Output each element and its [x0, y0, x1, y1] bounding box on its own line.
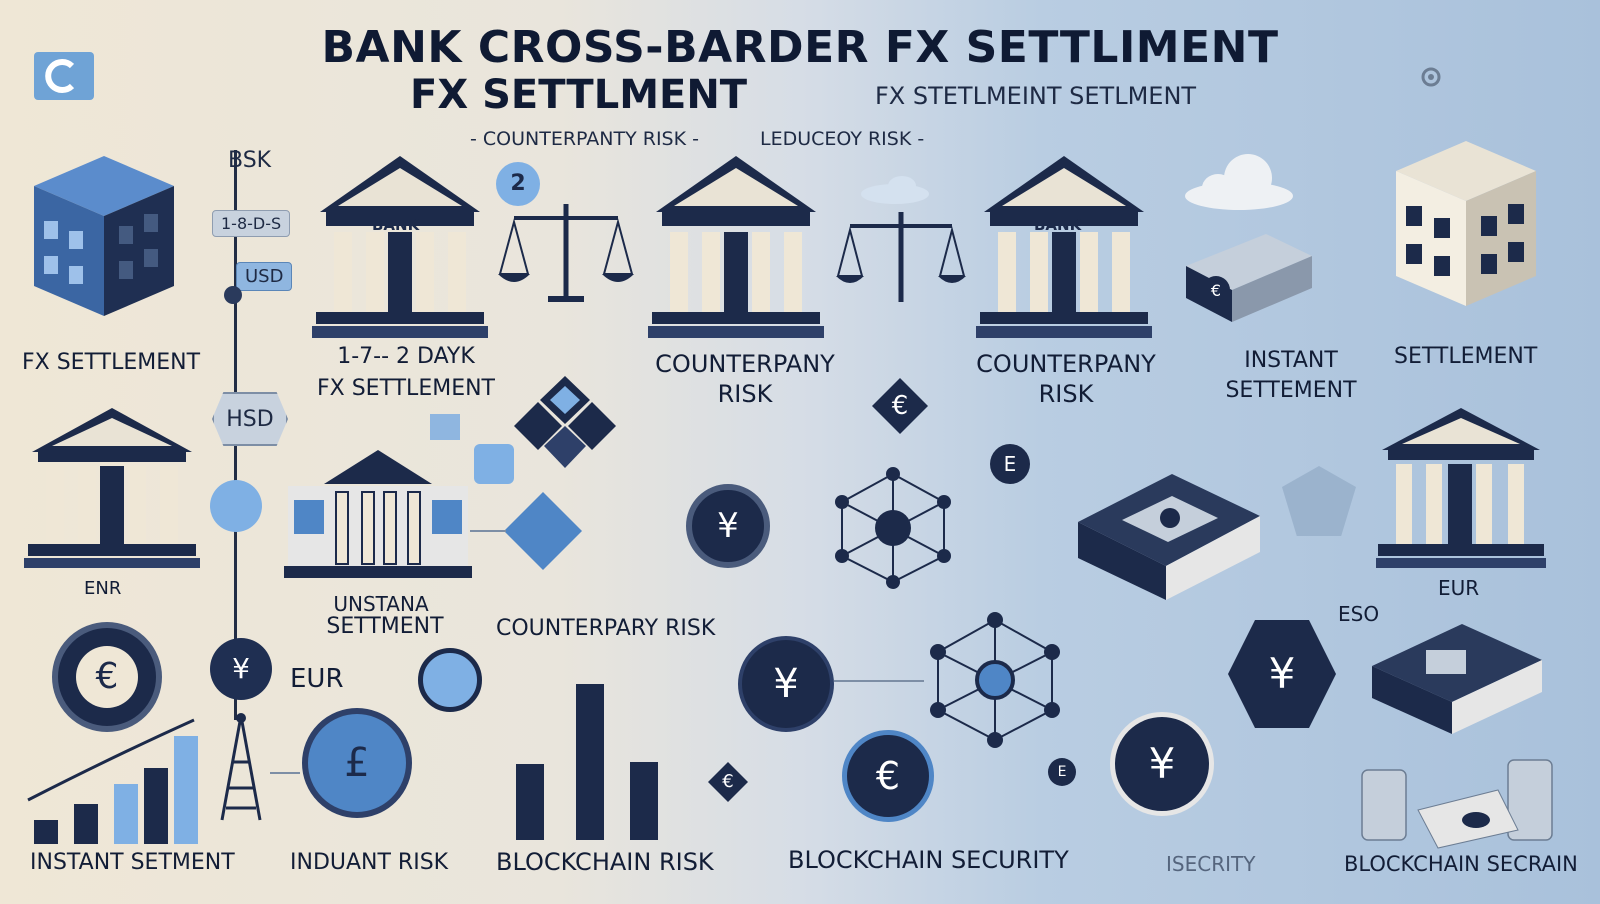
page-title: BANK CROSS-BARDER FX SETTLIMENT	[321, 22, 1279, 73]
bank-building-5	[284, 444, 472, 580]
cube-stack-right-icon	[1386, 126, 1546, 316]
bank-label-2: BANK	[1034, 216, 1082, 234]
chip-icon	[1072, 466, 1266, 606]
card-stack-icon: €	[1176, 226, 1316, 326]
label-settment: SETTMENT	[326, 614, 444, 639]
e-small-icon: E	[1048, 758, 1076, 786]
label-blockchain-risk: BLOCKCHAIN RISK	[496, 848, 714, 876]
label-eur-mid: EUR	[290, 664, 344, 694]
label-settlement-right: SETTLEMENT	[1394, 344, 1538, 369]
page-subtitle-right: FX STETLMEINT SETLMENT	[875, 82, 1197, 110]
label-blockchain-secrain: BLOCKCHAIN SECRAIN	[1344, 852, 1578, 876]
box-icon	[1366, 618, 1546, 738]
label-days-line2: FX SETTLEMENT	[316, 376, 495, 401]
page-subtitle: FX SETTLMENT	[410, 72, 748, 118]
tag-bsk: BSK	[228, 148, 272, 173]
number-badge: 2	[496, 162, 540, 206]
hex-coin-icon: ¥	[1228, 620, 1336, 728]
bar-chart-mid-icon	[510, 684, 660, 844]
arrow-tag-icon	[430, 414, 460, 440]
label-unstana: UNSTANA	[333, 592, 429, 616]
bank-building-3	[976, 150, 1152, 342]
label-fx-settlement-left: FX SETTLEMENT	[22, 350, 201, 375]
pound-badge-icon	[418, 648, 482, 712]
label-instant-setment: INSTANT SETMENT	[30, 850, 235, 875]
label-isecrity: ISECRITY	[1166, 852, 1256, 876]
tower-icon	[216, 712, 266, 824]
label-eso: ESO	[1338, 602, 1380, 626]
bank-building-4	[24, 404, 200, 576]
tag-usd: USD	[236, 262, 293, 291]
label-blockchain-security: BLOCKCHAIN SECURITY	[788, 846, 1069, 874]
cloud-icon	[860, 174, 930, 204]
connector-line-2	[834, 680, 924, 682]
connector-line-3	[270, 772, 300, 774]
sub-left: - COUNTERPANTY RISK -	[470, 128, 699, 150]
bank-building-1	[312, 150, 488, 342]
logo-icon	[34, 52, 94, 100]
mini-chart-icon	[474, 444, 514, 484]
network-graph-2-icon	[920, 610, 1070, 750]
sub-right: LEDUCEOY RISK -	[760, 128, 925, 150]
tag-hsd: HSD	[212, 392, 288, 446]
label-counterparty-2b: RISK	[1038, 380, 1094, 408]
diamond-cluster-icon	[510, 372, 620, 472]
label-enr: ENR	[84, 578, 122, 599]
label-induant-risk: INDUANT RISK	[290, 850, 449, 875]
connector-line	[470, 530, 506, 532]
label-eur-right: EUR	[1438, 576, 1480, 600]
e-node-icon: E	[990, 444, 1030, 484]
pound-coin-icon: £	[302, 708, 412, 818]
bank-building-6	[1376, 404, 1546, 574]
gear-icon[interactable]	[1418, 64, 1444, 90]
bar-chart-icon	[24, 716, 204, 846]
euro-coin-bottom-icon: €	[842, 730, 934, 822]
currency-coin-icon: ¥	[686, 484, 770, 568]
network-graph-icon	[826, 466, 960, 590]
label-counterparty-1a: COUNTERPANY	[655, 350, 835, 378]
label-days-line1: 1-7-- 2 DAYK	[337, 344, 475, 369]
euro-coin-icon: €	[52, 622, 162, 732]
euro-small-icon: €	[708, 762, 748, 802]
label-counterpary-risk: COUNTERPARY RISK	[496, 616, 716, 641]
timeline-coin-icon	[210, 480, 262, 532]
coin-stack-icon	[1358, 750, 1558, 850]
label-counterparty-2a: COUNTERPANY	[976, 350, 1156, 378]
timeline-dot	[224, 286, 242, 304]
label-instant-a: INSTANT	[1244, 348, 1338, 373]
cube-stack-icon	[24, 126, 190, 322]
shield-icon	[1282, 466, 1356, 536]
yen-coin-icon: ¥	[210, 638, 272, 700]
scales-icon	[496, 196, 636, 306]
label-counterparty-1b: RISK	[717, 380, 773, 408]
scales-icon-2	[834, 206, 968, 306]
yen-coin-large-icon: ¥	[738, 636, 834, 732]
label-instant-b: SETTEMENT	[1225, 378, 1357, 403]
svg-text:€: €	[1211, 281, 1221, 300]
yen-coin-bottom-icon: ¥	[1110, 712, 1214, 816]
blue-diamond-icon	[504, 492, 582, 570]
cloud-icon-2	[1184, 148, 1294, 212]
tag-days: 1-8-D-S	[212, 210, 291, 237]
euro-diamond-icon: €	[872, 378, 928, 434]
bank-building-2	[648, 150, 824, 342]
bank-label-1: BANK	[372, 216, 420, 234]
